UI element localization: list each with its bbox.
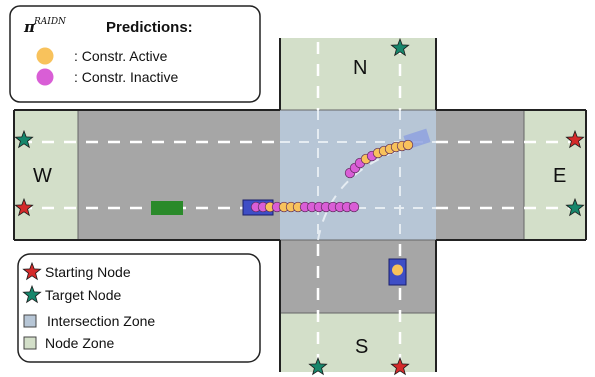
prediction-trajectory — [250, 139, 414, 213]
policy-symbol: π — [23, 18, 36, 36]
intersection-zone — [280, 110, 436, 240]
red-star-icon — [390, 356, 410, 376]
constr-active-swatch — [36, 47, 54, 65]
node-label-east: E — [553, 165, 566, 187]
node-zone-north — [280, 38, 436, 110]
green-star-icon — [14, 129, 34, 149]
intersection-zone-label: Intersection Zone — [47, 313, 155, 329]
node-zone-south — [280, 313, 436, 372]
south-vehicle-prediction-dot — [392, 264, 403, 276]
constr-inactive-swatch — [36, 68, 54, 86]
target-node-label: Target Node — [45, 287, 121, 303]
node-zone-swatch — [23, 336, 37, 350]
other-vehicle — [151, 201, 183, 215]
node-label-west: W — [33, 165, 52, 187]
green-star-icon — [22, 284, 42, 304]
red-star-icon — [14, 197, 34, 217]
policy-superscript: RAIDN — [33, 17, 67, 27]
zone-legend-box — [17, 253, 261, 363]
node-label-south: S — [355, 336, 368, 358]
starting-node-label: Starting Node — [45, 264, 131, 280]
green-star-icon — [308, 356, 328, 376]
node-zone-label: Node Zone — [45, 335, 114, 351]
intersection-zone-swatch — [23, 314, 37, 328]
prediction-point — [402, 139, 414, 151]
node-stars — [14, 37, 585, 376]
legend-star-icons — [22, 261, 42, 304]
predictions-legend: π RAIDN Predictions: : Constr. Active : … — [9, 5, 261, 103]
constr-inactive-label: : Constr. Inactive — [74, 69, 178, 85]
red-star-icon — [565, 129, 585, 149]
predictions-title: Predictions: — [106, 19, 193, 36]
node-label-north: N — [353, 57, 367, 79]
green-star-icon — [390, 37, 410, 57]
zone-legend: Starting Node Target Node Intersection Z… — [17, 253, 261, 363]
red-star-icon — [22, 261, 42, 281]
constr-active-label: : Constr. Active — [74, 48, 168, 64]
prediction-point — [348, 201, 360, 213]
green-star-icon — [565, 197, 585, 217]
turn-path-marking — [317, 149, 401, 241]
predictions-legend-box — [9, 5, 261, 103]
